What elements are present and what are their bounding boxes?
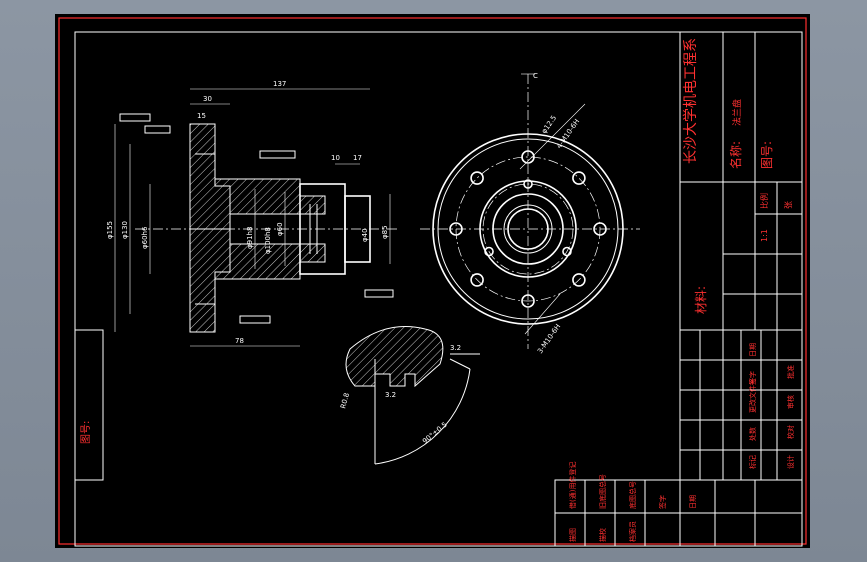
bolt-hole: [470, 171, 484, 185]
dim-137: 137: [273, 80, 286, 88]
title-left-label: 设计: [786, 455, 795, 469]
bottom-strip-cell: 底图总号: [628, 481, 637, 509]
dim-3m10: 3-M10-6H: [536, 323, 562, 356]
title-mid-label: 更改文件号: [748, 378, 757, 413]
bolt-holes: [449, 150, 607, 308]
part-name: 法兰盘: [731, 99, 743, 126]
left-strip: [74, 329, 104, 481]
dim-r0-8: R0.8: [339, 392, 351, 410]
dim-15: 15: [197, 112, 206, 120]
drawing-canvas: 图号: 长沙大学机电工程系 名称: 法兰盘 图号: 材料: 比例 1:1 张 设…: [58, 17, 807, 547]
name-label: 名称:: [728, 141, 743, 169]
title-left-label: 批准: [786, 365, 795, 379]
dim-10: 10: [331, 154, 340, 162]
dim-phi155: φ155: [106, 221, 114, 239]
bottom-strip-cell: 签字: [658, 495, 667, 509]
bottom-strip-sub: 描图: [568, 528, 577, 542]
bolt-hole: [572, 171, 586, 185]
bottom-strip-cell: 日期: [689, 495, 697, 509]
bolt-hole: [521, 150, 535, 164]
cad-viewport[interactable]: 图号: 长沙大学机电工程系 名称: 法兰盘 图号: 材料: 比例 1:1 张 设…: [55, 14, 810, 548]
bottom-strip-cell: 旧底图总号: [598, 474, 607, 509]
dim-17: 17: [353, 154, 362, 162]
bolt-hole: [449, 222, 463, 236]
bolt-hole: [470, 273, 484, 287]
dim-angle-90: 90°±0.5: [421, 421, 449, 446]
bolt-hole: [593, 222, 607, 236]
drawing-no-label: 图号:: [760, 141, 774, 169]
dim-78: 78: [235, 337, 244, 345]
dim-4m10: 4-M10-6H: [555, 118, 581, 151]
dim-phi12-5: φ12.5: [540, 114, 558, 135]
rough-3-2-b: 3.2: [385, 391, 396, 399]
sheet-label: 张: [784, 201, 793, 209]
bolt-hole: [521, 294, 535, 308]
threaded-hole: [562, 246, 572, 257]
sheet-border-outer: [58, 17, 807, 545]
title-left-label: 校对: [786, 425, 795, 439]
title-left-label: 审核: [786, 395, 795, 409]
dim-phi60: φ60: [276, 222, 284, 236]
bolt-hole: [572, 273, 586, 287]
dim-phi91h8: φ91h8: [246, 227, 254, 249]
dim-phi100h8: φ100h8: [264, 227, 272, 254]
threaded-hole: [523, 179, 533, 189]
left-strip-label: 图号:: [80, 421, 92, 444]
end-view: [420, 74, 640, 349]
bottom-strip-sub: 描校: [598, 528, 607, 542]
section-view: [114, 88, 400, 347]
dim-phi85: φ85: [381, 225, 389, 239]
bottom-strip-sub: 档案员: [628, 521, 637, 542]
title-block: [679, 31, 803, 481]
dim-30: 30: [203, 95, 212, 103]
dim-phi60h6: φ60h6: [141, 226, 149, 249]
title-mid-label: 日期: [749, 343, 757, 357]
bottom-strip-cells: 借(通)用件登记 旧底图总号 底图总号签字 日期描图 描校 档案员: [568, 462, 697, 542]
threaded-hole: [484, 246, 494, 257]
title-mid-label: 标记: [748, 455, 757, 469]
dim-phi40: φ40: [361, 228, 369, 242]
title-mid-label: 处数: [748, 427, 757, 441]
bottom-strip: [554, 479, 803, 547]
detail-view: [345, 326, 480, 465]
title-mid-label: 签字: [748, 371, 757, 385]
school-name: 长沙大学机电工程系: [683, 38, 699, 164]
scale-value: 1:1: [760, 229, 769, 242]
material-label: 材料:: [694, 286, 708, 314]
bottom-strip-cell: 借(通)用件登记: [568, 462, 577, 509]
rough-3-2-a: 3.2: [450, 344, 461, 352]
dim-phi130: φ130: [121, 221, 129, 239]
scale-label: 比例: [759, 193, 769, 209]
section-c-label: C: [533, 72, 538, 80]
